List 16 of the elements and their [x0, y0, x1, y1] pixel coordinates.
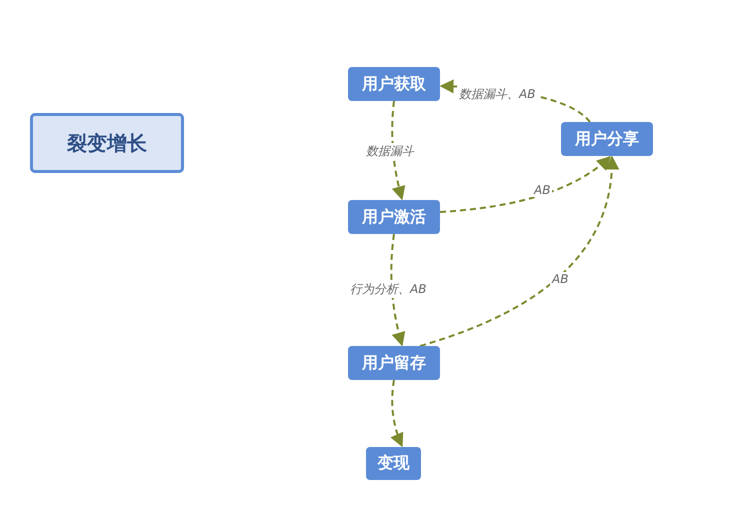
arrow — [391, 100, 406, 200]
arrow — [420, 156, 618, 347]
edge-label: 数据漏斗、AB — [457, 86, 538, 103]
arrow — [390, 234, 406, 346]
edge-label: 数据漏斗 — [364, 143, 416, 160]
arrow — [440, 156, 612, 213]
process-box: 变现 — [366, 447, 421, 480]
arrow — [390, 380, 404, 448]
edge-label: AB — [532, 183, 552, 197]
process-box: 用户激活 — [348, 200, 440, 234]
process-box: 用户分享 — [561, 122, 653, 156]
process-box: 用户获取 — [348, 67, 440, 101]
edge-label: AB — [550, 272, 570, 286]
title-box: 裂变增长 — [30, 113, 184, 173]
edge-label: 行为分析、AB — [348, 281, 428, 298]
process-box: 用户留存 — [348, 346, 440, 380]
